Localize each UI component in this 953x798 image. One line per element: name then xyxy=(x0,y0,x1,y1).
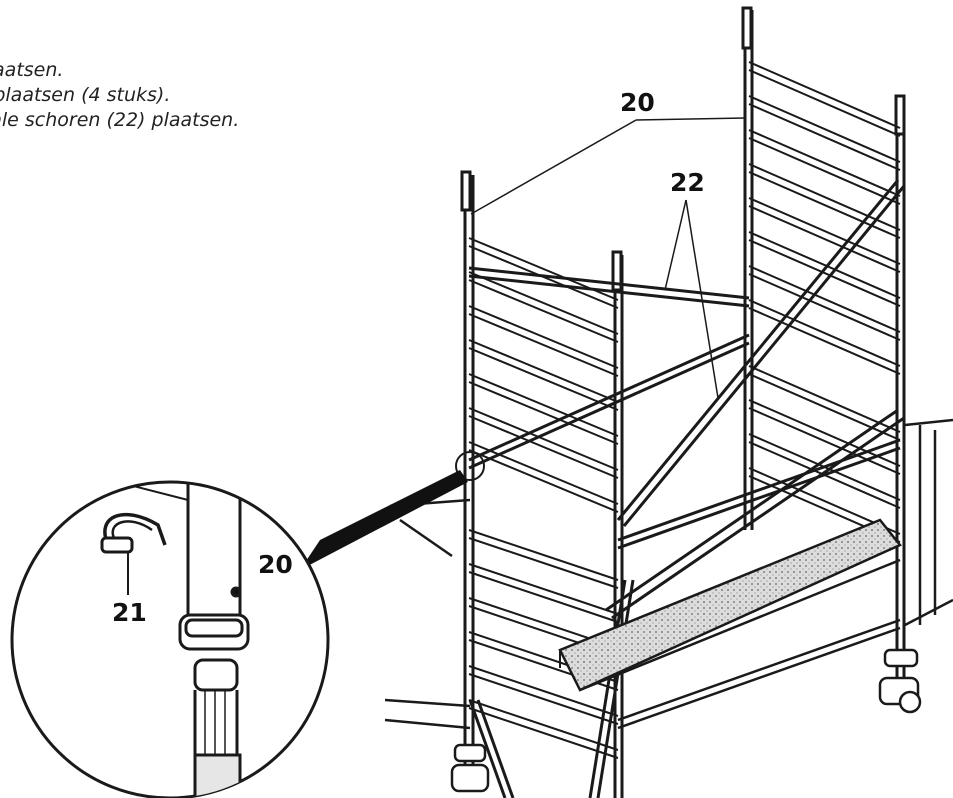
instruction-line-1: …en de 2e frames (20) plaatsen. xyxy=(0,59,64,81)
instruction-list: …en de 2e frames (20) plaatsen. Borgbeug… xyxy=(0,58,300,133)
diagonal-braces xyxy=(468,179,906,798)
instruction-line-2: Borgbeugels (21) plaatsen (4 stuks). xyxy=(0,84,171,106)
castor-wheels xyxy=(450,648,922,793)
platform-deck xyxy=(558,518,902,730)
frame-left-front xyxy=(460,170,624,798)
callout-detail-frame: 20 xyxy=(258,550,293,579)
horizontal-braces xyxy=(468,266,901,550)
callout-detail-clip: 21 xyxy=(112,598,147,627)
frame-left-rungs xyxy=(468,237,619,759)
coupling-marker xyxy=(300,451,485,570)
callout-frame-top: 20 xyxy=(620,88,655,117)
callout-brace: 22 xyxy=(670,168,705,197)
base-structure xyxy=(384,418,953,730)
leader-lines xyxy=(470,117,746,399)
detail-magnifier xyxy=(10,480,330,798)
instruction-line-3: Horizontale en diagonale schoren (22) pl… xyxy=(0,109,240,131)
frame-right-rungs xyxy=(748,61,901,543)
